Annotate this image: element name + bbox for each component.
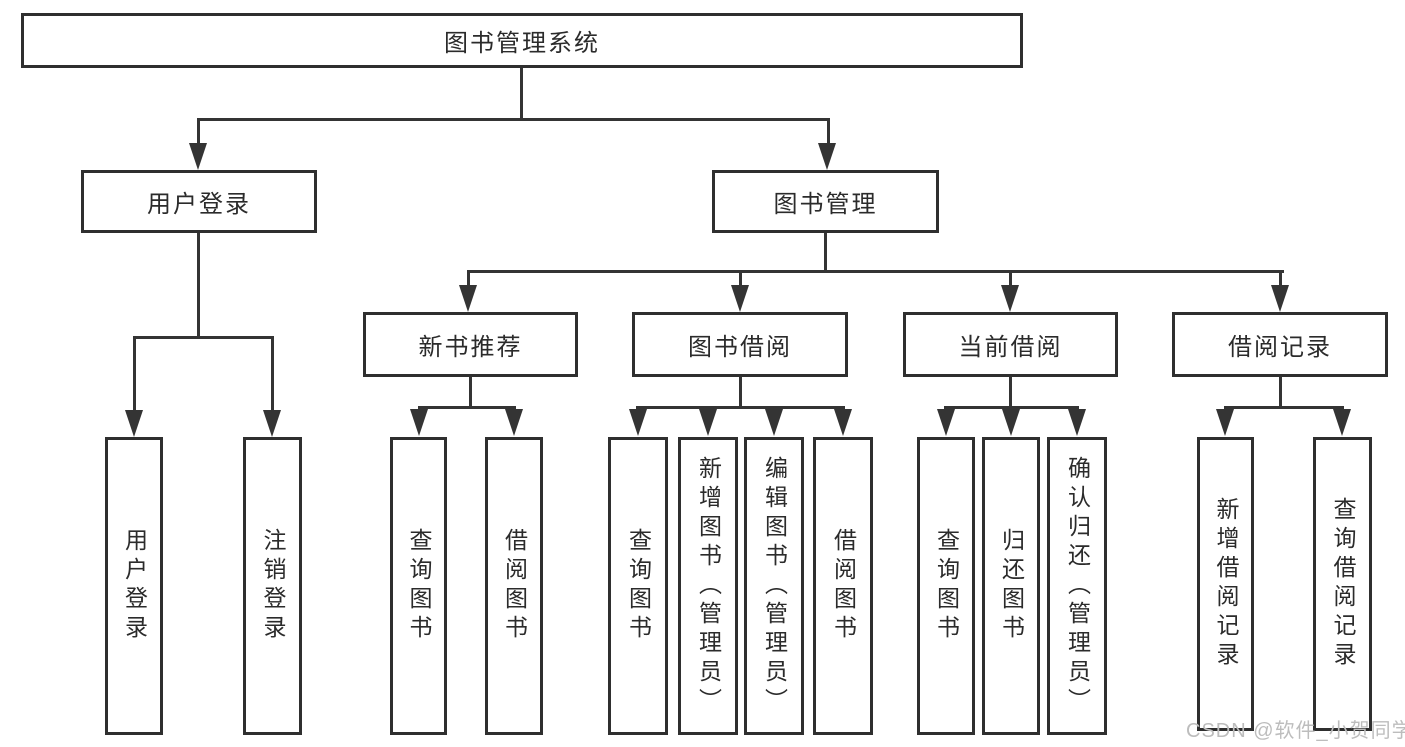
connector-line — [133, 336, 136, 413]
node-current-borrowing-label: 当前借阅 — [958, 334, 1063, 361]
arrowhead-down-icon — [189, 143, 207, 170]
node-new-book-recommendation: 新书推荐 — [363, 312, 578, 377]
connector-line — [133, 336, 274, 339]
leaf-label: 查询图书 — [933, 528, 960, 644]
node-add-books-admin: 新增图书（管理员） — [678, 437, 738, 735]
connector-line — [739, 377, 742, 406]
connector-line — [1279, 377, 1282, 406]
node-edit-books-admin: 编辑图书（管理员） — [744, 437, 804, 735]
node-query-books-current: 查询图书 — [917, 437, 975, 735]
node-user-login-leaf: 用户登录 — [105, 437, 163, 735]
connector-line — [467, 270, 470, 287]
connector-line — [418, 406, 516, 409]
node-query-borrow-record: 查询借阅记录 — [1313, 437, 1372, 731]
connector-line — [1009, 270, 1012, 287]
connector-line — [197, 233, 200, 336]
leaf-label: 查询借阅记录 — [1330, 497, 1356, 671]
node-borrow-books-recommend: 借阅图书 — [485, 437, 543, 735]
arrowhead-down-icon — [1002, 409, 1020, 436]
node-borrowing-records-label: 借阅记录 — [1228, 334, 1332, 361]
leaf-label: 归还图书 — [998, 528, 1025, 644]
connector-line — [197, 118, 830, 121]
node-query-books-recommend: 查询图书 — [390, 437, 447, 735]
node-book-management-label: 图书管理 — [773, 191, 878, 218]
connector-line — [520, 68, 523, 118]
node-new-book-recommendation-label: 新书推荐 — [418, 334, 523, 361]
node-book-management: 图书管理 — [712, 170, 939, 233]
node-current-borrowing: 当前借阅 — [903, 312, 1118, 377]
node-add-borrow-record: 新增借阅记录 — [1197, 437, 1254, 731]
arrowhead-down-icon — [1001, 285, 1019, 312]
connector-line — [271, 336, 274, 413]
connector-line — [636, 406, 845, 409]
watermark: CSDN @软件_小贺同学 — [1186, 720, 1405, 742]
node-library-system-label: 图书管理系统 — [444, 30, 600, 57]
connector-line — [827, 118, 830, 146]
arrowhead-down-icon — [1068, 409, 1086, 436]
node-library-system: 图书管理系统 — [21, 13, 1023, 68]
node-borrowing-records: 借阅记录 — [1172, 312, 1388, 377]
arrowhead-down-icon — [629, 409, 647, 436]
leaf-label: 新增图书（管理员） — [695, 455, 722, 717]
leaf-label: 新增借阅记录 — [1213, 497, 1239, 671]
node-logout: 注销登录 — [243, 437, 302, 735]
node-book-borrowing: 图书借阅 — [632, 312, 848, 377]
connector-line — [469, 377, 472, 406]
node-user-login-label: 用户登录 — [147, 191, 251, 218]
node-user-login: 用户登录 — [81, 170, 317, 233]
node-confirm-return-admin: 确认归还（管理员） — [1047, 437, 1107, 735]
arrowhead-down-icon — [1216, 409, 1234, 436]
node-query-books-borrowing: 查询图书 — [608, 437, 668, 735]
node-book-borrowing-label: 图书借阅 — [688, 334, 792, 361]
leaf-label: 确认归还（管理员） — [1064, 455, 1091, 717]
arrowhead-down-icon — [459, 285, 477, 312]
leaf-label: 借阅图书 — [830, 528, 857, 644]
connector-line — [1224, 406, 1344, 409]
arrowhead-down-icon — [125, 410, 143, 437]
arrowhead-down-icon — [731, 285, 749, 312]
connector-line — [739, 270, 742, 287]
arrowhead-down-icon — [1271, 285, 1289, 312]
node-borrow-books-borrowing: 借阅图书 — [813, 437, 873, 735]
arrowhead-down-icon — [1333, 409, 1351, 436]
leaf-label: 查询图书 — [625, 528, 652, 644]
arrowhead-down-icon — [410, 409, 428, 436]
connector-line — [824, 233, 827, 270]
arrowhead-down-icon — [765, 409, 783, 436]
connector-line — [467, 270, 1284, 273]
connector-line — [1009, 377, 1012, 406]
leaf-label: 用户登录 — [121, 528, 148, 644]
leaf-label: 编辑图书（管理员） — [761, 455, 788, 717]
arrowhead-down-icon — [505, 409, 523, 436]
connector-line — [197, 118, 200, 146]
leaf-label: 借阅图书 — [501, 528, 528, 644]
arrowhead-down-icon — [834, 409, 852, 436]
node-return-books: 归还图书 — [982, 437, 1040, 735]
connector-line — [1279, 270, 1282, 287]
leaf-label: 查询图书 — [406, 528, 432, 644]
leaf-label: 注销登录 — [260, 528, 286, 644]
arrowhead-down-icon — [263, 410, 281, 437]
connector-line — [944, 406, 1079, 409]
arrowhead-down-icon — [937, 409, 955, 436]
arrowhead-down-icon — [818, 143, 836, 170]
arrowhead-down-icon — [699, 409, 717, 436]
